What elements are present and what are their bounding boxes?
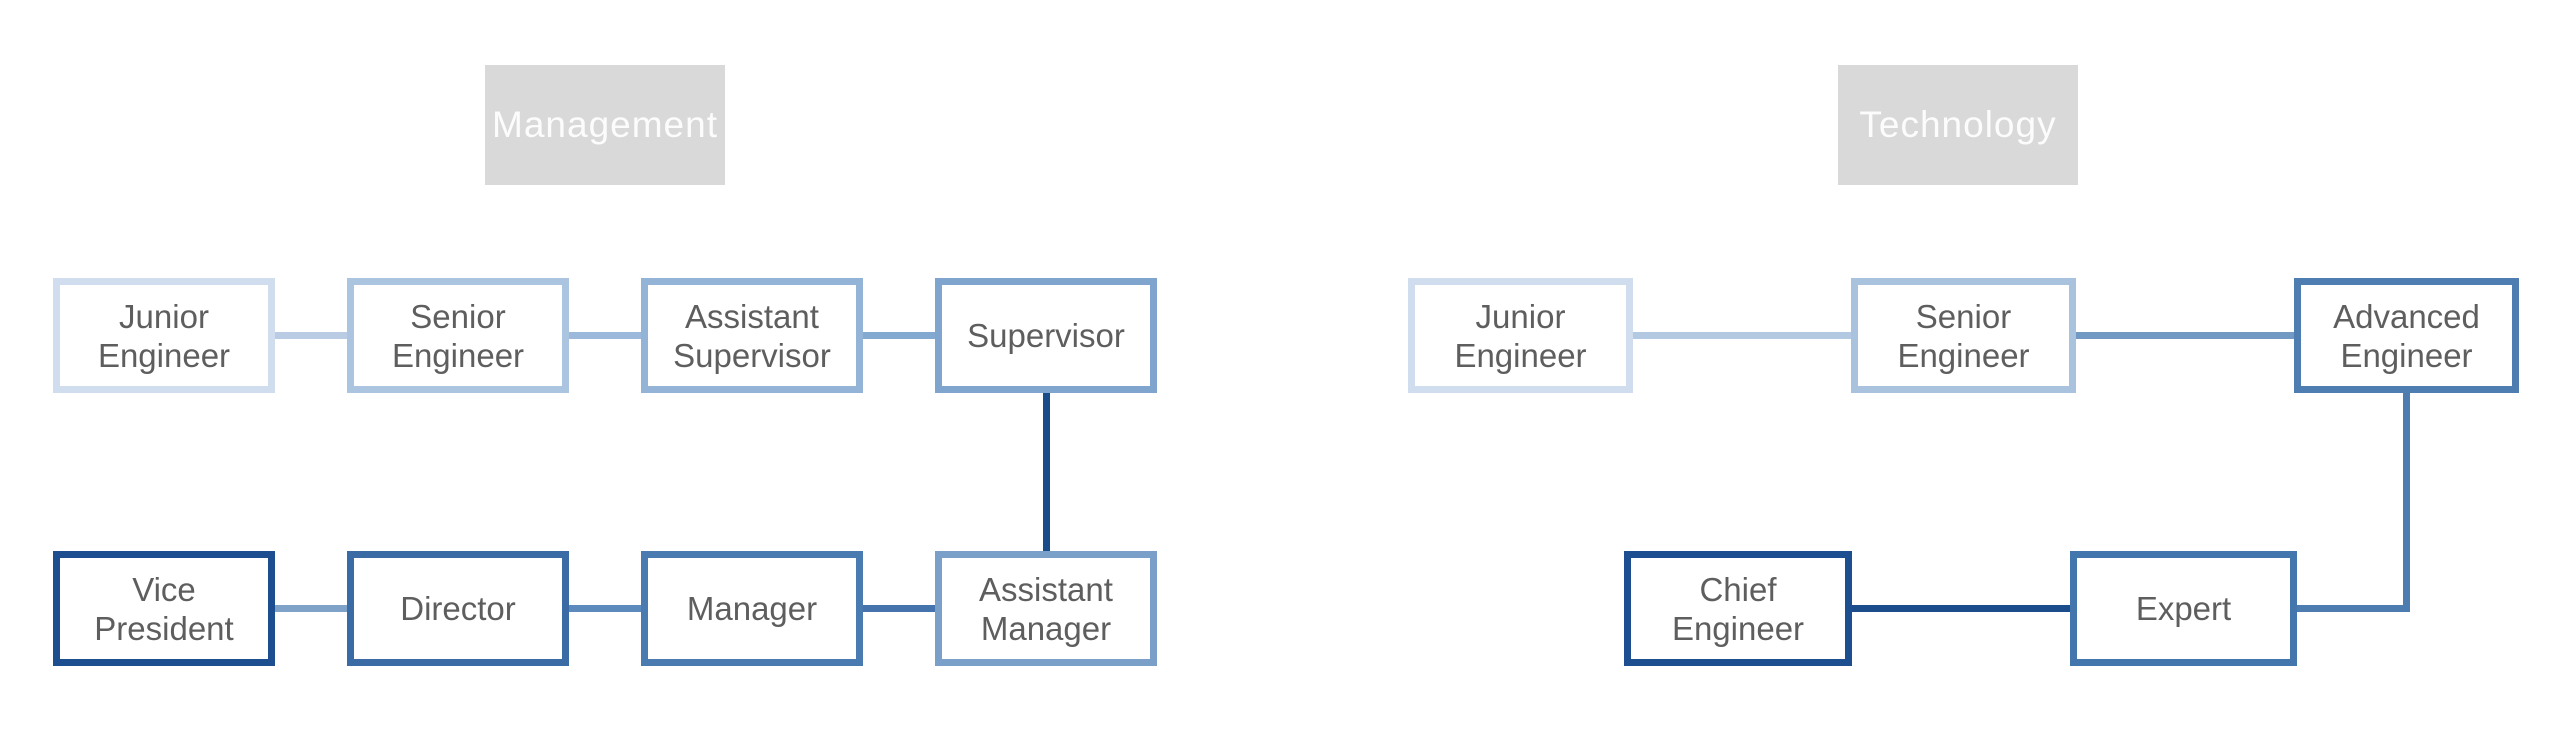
node-junior-engineer-mgmt: Junior Engineer [53,278,275,393]
node-senior-engineer-mgmt: Senior Engineer [347,278,569,393]
connector-senior-assistant-supervisor [569,332,641,339]
node-label: Assistant Supervisor [673,297,831,374]
connector-director-vice-president [275,605,347,612]
node-manager: Manager [641,551,863,666]
node-label: Expert [2135,590,2232,627]
connector-senior-advanced [2076,332,2294,339]
node-director: Director [347,551,569,666]
track-header-management: Management [485,65,725,185]
node-label: Senior Engineer [1897,297,2030,374]
node-label: Chief Engineer [1671,570,1805,647]
node-expert: Expert [2070,551,2297,666]
node-label: Supervisor [967,317,1125,354]
node-assistant-manager: Assistant Manager [935,551,1157,666]
node-label: Manager [686,590,818,627]
track-header-label: Management [492,104,718,145]
node-advanced-engineer: Advanced Engineer [2294,278,2519,393]
connector-assistant-supervisor-supervisor [863,332,935,339]
connector-advanced-expert-vertical [2403,393,2410,612]
node-label: Director [400,590,516,627]
track-header-label: Technology [1859,104,2057,145]
node-label: Advanced Engineer [2333,297,2480,374]
node-supervisor: Supervisor [935,278,1157,393]
track-header-technology: Technology [1838,65,2078,185]
connector-assistant-manager-manager [863,605,935,612]
connector-junior-senior-mgmt [275,332,347,339]
node-chief-engineer: Chief Engineer [1624,551,1852,666]
node-label: Junior Engineer [1454,297,1587,374]
node-vice-president: Vice President [53,551,275,666]
connector-expert-chief [1852,605,2070,612]
node-senior-engineer-tech: Senior Engineer [1851,278,2076,393]
connector-manager-director [569,605,641,612]
node-label: Senior Engineer [391,297,525,374]
node-label: Assistant Manager [979,570,1113,647]
node-assistant-supervisor: Assistant Supervisor [641,278,863,393]
node-label: Vice President [94,570,234,647]
connector-advanced-expert-horizontal [2297,605,2410,612]
node-junior-engineer-tech: Junior Engineer [1408,278,1633,393]
connector-junior-senior-tech [1633,332,1851,339]
connector-supervisor-assistant-manager [1043,393,1050,551]
node-label: Junior Engineer [97,297,231,374]
